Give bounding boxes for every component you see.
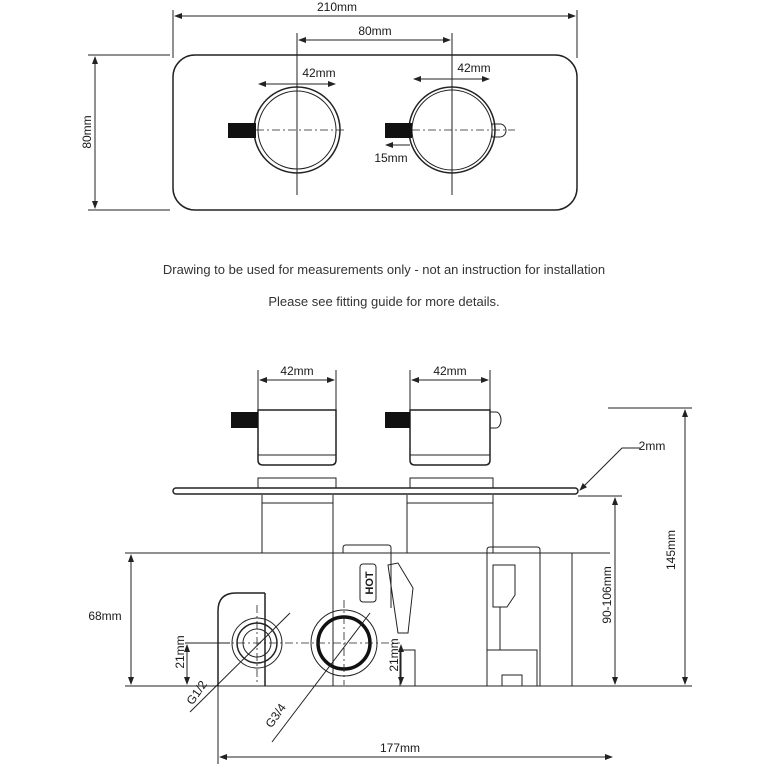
right-lever <box>385 123 412 138</box>
total-depth-dimension: 145mm <box>664 530 678 570</box>
spacing-dimension: 80mm <box>358 24 391 38</box>
left-lever <box>228 123 256 138</box>
right-dial-dimension: 42mm <box>457 61 490 75</box>
top-view: 210mm 80mm 80mm 42mm 42mm 15mm <box>80 0 578 211</box>
side-right-dial-dimension: 42mm <box>433 364 466 378</box>
left-dial-dimension: 42mm <box>302 66 335 80</box>
right-inlet-thread: G3/4 <box>263 701 290 731</box>
side-faceplate <box>172 487 579 495</box>
right-inlet-height-dimension: 21mm <box>387 638 401 671</box>
height-dimension: 80mm <box>80 115 94 148</box>
side-left-dial-dimension: 42mm <box>280 364 313 378</box>
measurement-note: Drawing to be used for measurements only… <box>163 262 605 277</box>
right-knob <box>491 123 507 138</box>
install-depth-dimension: 90-106mm <box>600 566 614 623</box>
diverter-lever <box>387 562 414 634</box>
body-width-dimension: 177mm <box>380 741 420 755</box>
faceplate <box>172 54 578 211</box>
hot-label: HOT <box>364 571 376 595</box>
left-inlet-height-dimension: 21mm <box>173 635 187 668</box>
side-view: 42mm 42mm HOT <box>88 364 692 764</box>
body-height-dimension: 68mm <box>88 609 121 623</box>
left-inlet-thread: G1/2 <box>184 678 211 708</box>
width-dimension: 210mm <box>317 0 357 14</box>
fitting-guide-note: Please see fitting guide for more detail… <box>268 294 499 309</box>
lever-dimension: 15mm <box>374 151 407 165</box>
plate-thickness-dimension: 2mm <box>639 439 666 453</box>
